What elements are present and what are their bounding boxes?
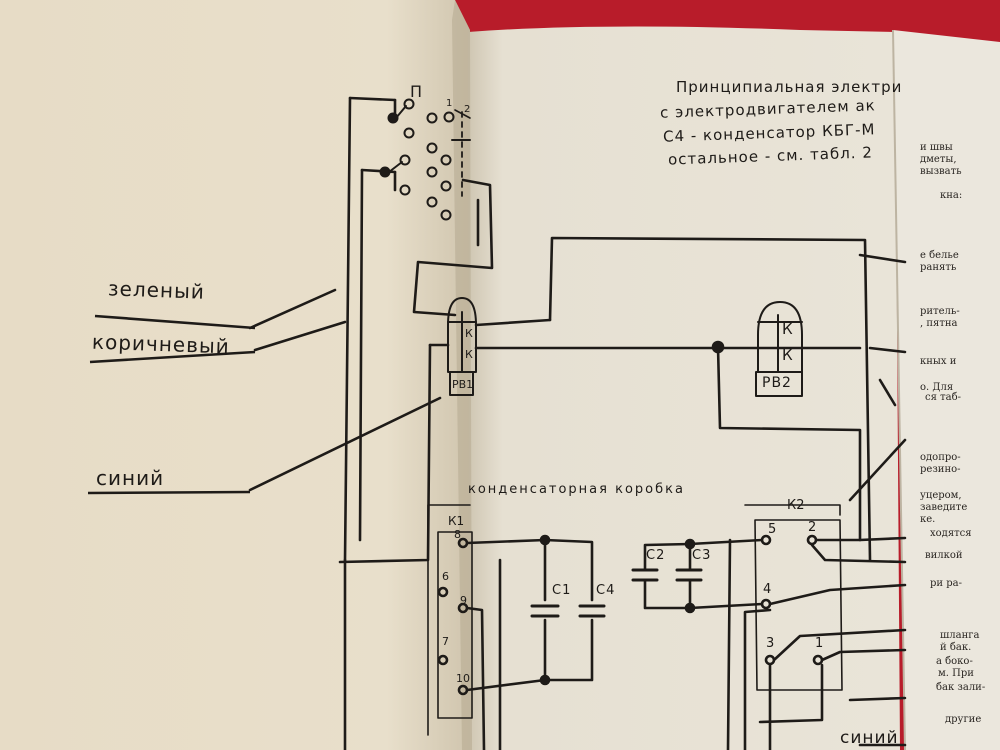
capacitor-box-title: конденсаторная коробка — [468, 482, 685, 497]
insert-text-12: резино- — [920, 464, 961, 475]
caption-line-1: Принципиальная электри — [676, 78, 903, 96]
k1-terminal-7: 7 — [442, 635, 449, 648]
insert-text-4: е белье — [920, 250, 959, 261]
capacitor-c4-label: С4 — [596, 583, 616, 598]
insert-text-0: и швы — [920, 142, 953, 153]
relay-rv1-contact-top: К — [465, 327, 473, 340]
relay-rv2-label: РВ2 — [762, 375, 792, 391]
insert-text-10: ся таб- — [925, 392, 961, 403]
insert-text-18: ри ра- — [930, 578, 962, 589]
switch-position-2: 2 — [464, 104, 471, 115]
k1-terminal-8: 8 — [454, 528, 461, 541]
relay-rv1-label: РВ1 — [452, 378, 474, 391]
switch-contacts — [379, 98, 455, 221]
wire-label-blue-bottom: синий — [840, 728, 899, 748]
insert-text-3: кна: — [940, 190, 963, 201]
insert-text-15: ке. — [920, 514, 936, 525]
insert-text-2: вызвать — [920, 166, 962, 177]
relay-rv2-contact-bottom: К — [782, 346, 794, 364]
k1-terminal-10: 10 — [456, 672, 470, 685]
insert-text-23: бак зали- — [936, 682, 986, 693]
insert-text-21: а боко- — [936, 656, 973, 667]
wire-label-brown: коричневый — [91, 329, 231, 359]
insert-sheet — [893, 30, 1000, 750]
insert-text-14: заведите — [920, 502, 968, 513]
insert-text-24: другие — [945, 714, 982, 725]
k2-terminal-3: 3 — [766, 636, 776, 651]
k1-terminal-9: 9 — [460, 594, 467, 607]
k2-terminal-1: 1 — [815, 636, 825, 651]
insert-text-5: ранять — [920, 262, 957, 273]
capacitor-c2-label: С2 — [646, 548, 666, 563]
k2-label: К2 — [787, 498, 805, 513]
relay-rv2-contact-top: К — [782, 320, 794, 338]
k2-terminal-2: 2 — [808, 520, 818, 535]
relay-rv1-contact-bottom: К — [465, 348, 473, 361]
insert-text-6: ритель- — [920, 306, 960, 317]
k2-terminal-4: 4 — [763, 582, 773, 597]
insert-text-16: ходятся — [930, 528, 972, 539]
k2-terminal-5: 5 — [768, 522, 778, 537]
gutter-shadow — [452, 0, 472, 750]
wire-label-blue: синий — [96, 466, 165, 490]
switch-label: П — [410, 82, 424, 101]
k1-terminal-6: 6 — [442, 570, 449, 583]
capacitor-c3-label: С3 — [692, 548, 712, 563]
switch-position-1: 1 — [446, 98, 453, 109]
insert-text-20: й бак. — [940, 642, 972, 653]
insert-text-19: шланга — [940, 630, 980, 641]
capacitor-c1-label: С1 — [552, 583, 572, 598]
insert-text-7: , пятна — [920, 318, 958, 329]
insert-text-11: одопро- — [920, 452, 961, 463]
right-page — [468, 26, 900, 750]
insert-text-22: м. При — [938, 668, 974, 679]
relay-rv2-drawing — [755, 301, 803, 397]
insert-text-1: дметы, — [920, 154, 957, 165]
circuit-diagram — [248, 96, 907, 750]
insert-text-13: уцером, — [920, 490, 962, 501]
insert-text-9: о. Для — [920, 382, 954, 393]
wire-label-green: зеленый — [107, 276, 206, 304]
insert-text-8: кных и — [920, 356, 957, 367]
insert-text-17: вилкой — [925, 550, 963, 561]
k1-label: К1 — [448, 514, 465, 528]
